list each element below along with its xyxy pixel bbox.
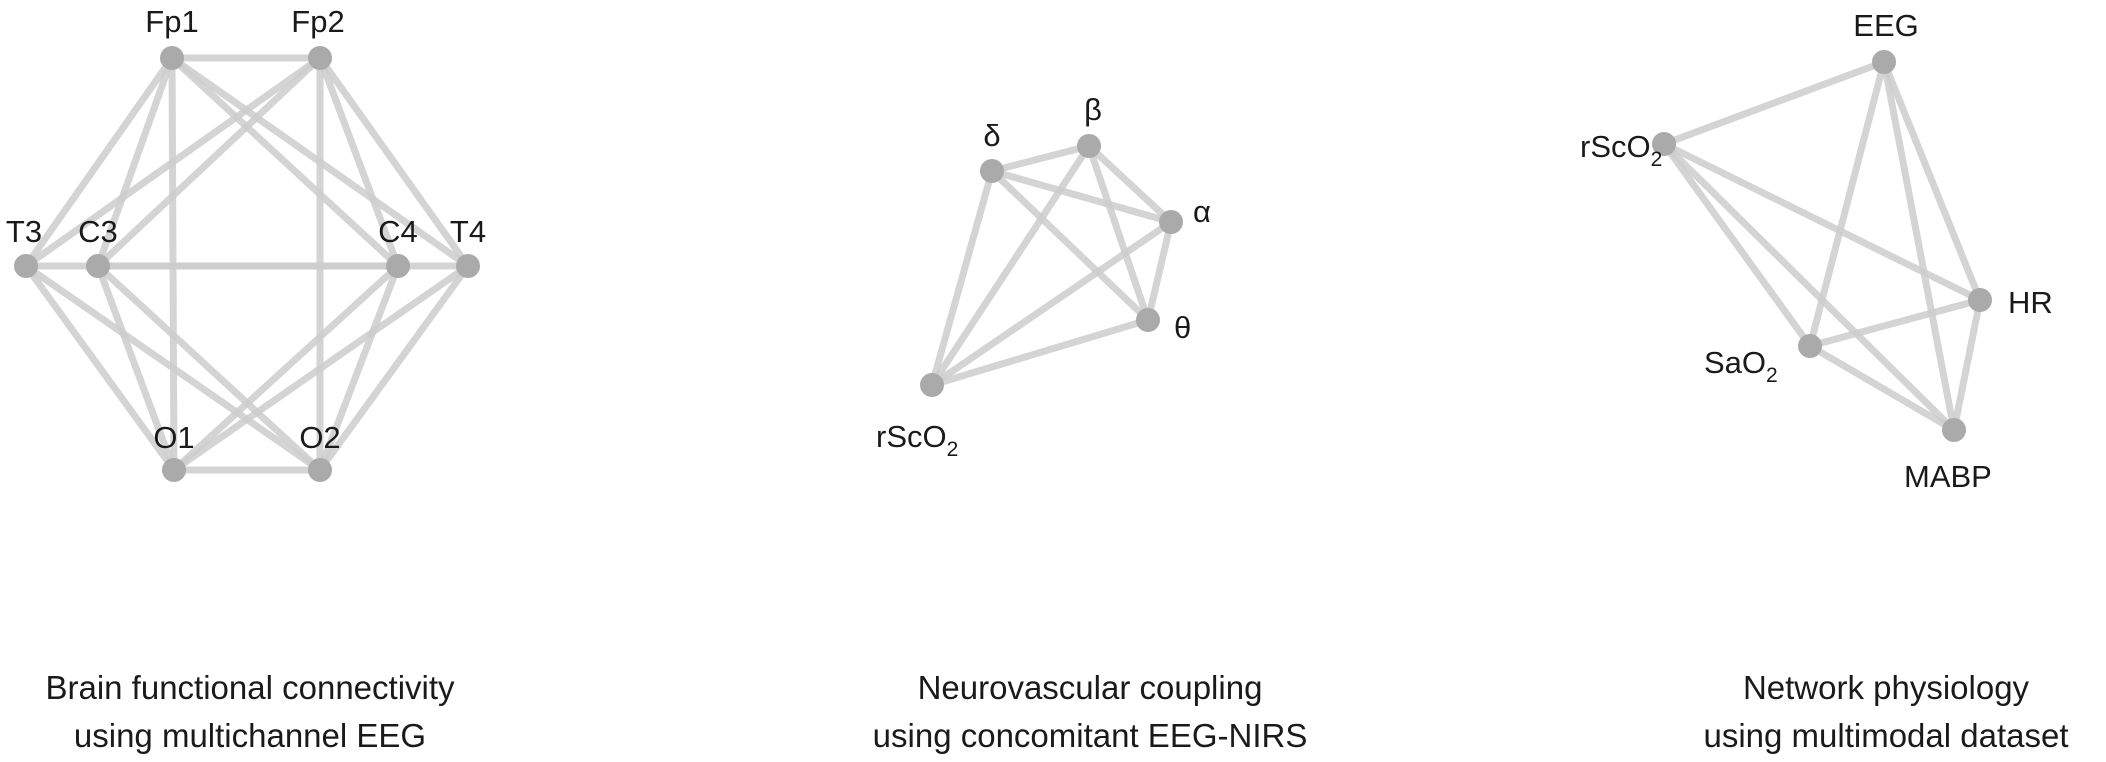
netphys-node-label-subscript-rsco2: 2 bbox=[1651, 148, 1663, 171]
eeg-caption-line-2: using multichannel EEG bbox=[73, 717, 427, 754]
nvc-node-label-subscript-rsco2: 2 bbox=[947, 438, 959, 461]
eeg-edge-c4-o1 bbox=[170, 262, 402, 474]
nvc-edge-alpha-rsco2 bbox=[928, 218, 1175, 389]
nvc-edge-beta-alpha bbox=[1085, 142, 1175, 226]
eeg-node-label-o2: O2 bbox=[299, 420, 340, 455]
netphys-edge-rsco2-hr bbox=[1660, 140, 1984, 304]
nvc-edge-delta-alpha bbox=[988, 167, 1175, 226]
netphys-edge-rsco2-sao2 bbox=[1660, 140, 1814, 350]
eeg-node-label-c4: C4 bbox=[378, 214, 418, 249]
eeg-node-label-c3: C3 bbox=[78, 214, 118, 249]
netphys-node-label-rsco2: rScO2 bbox=[1580, 129, 1662, 171]
eeg-node-label-o1: O1 bbox=[153, 420, 194, 455]
netphys-node-label-subscript-sao2: 2 bbox=[1766, 364, 1778, 387]
nvc-node-label-rsco2: rScO2 bbox=[876, 419, 958, 461]
neurovascular-coupling-graph: δ β α θ rScO2 bbox=[876, 92, 1211, 461]
nvc-edge-delta-theta bbox=[988, 167, 1152, 324]
eeg-edge-fp2-t3 bbox=[22, 54, 324, 270]
netphys-panel-caption: Network physiology using multimodal data… bbox=[1576, 664, 2106, 760]
eeg-edge-c4-o2 bbox=[316, 262, 402, 474]
eeg-edge-t3-o1 bbox=[22, 262, 178, 474]
nvc-node-label-theta: θ bbox=[1174, 310, 1191, 345]
nvc-node-label-alpha: α bbox=[1193, 194, 1211, 229]
netphys-node-sao2 bbox=[1798, 334, 1822, 358]
eeg-edge-fp2-c3 bbox=[94, 54, 324, 270]
netphys-edge-rsco2-mabp bbox=[1660, 140, 1958, 434]
eeg-node-label-fp2: Fp2 bbox=[291, 4, 344, 39]
nvc-node-theta bbox=[1136, 308, 1160, 332]
netphys-edge-hr-mabp bbox=[1950, 296, 1984, 434]
nvc-graph-edges bbox=[928, 142, 1175, 389]
eeg-node-label-t3: T3 bbox=[6, 214, 42, 249]
eeg-edge-t3-o2 bbox=[22, 262, 324, 474]
eeg-node-t3 bbox=[14, 254, 38, 278]
eeg-edge-c3-o1 bbox=[94, 262, 178, 474]
netphys-edge-eeg-rsco2 bbox=[1660, 58, 1888, 148]
nvc-edge-delta-beta bbox=[988, 142, 1093, 175]
nvc-node-delta bbox=[980, 159, 1004, 183]
netphys-node-hr bbox=[1968, 288, 1992, 312]
eeg-node-fp1 bbox=[160, 46, 184, 70]
eeg-node-label-fp1: Fp1 bbox=[145, 4, 198, 39]
netphys-edge-eeg-hr bbox=[1880, 58, 1984, 304]
nvc-node-label-delta: δ bbox=[983, 118, 1000, 153]
netphys-node-eeg bbox=[1872, 50, 1896, 74]
nvc-node-label-beta: β bbox=[1084, 92, 1102, 127]
eeg-node-label-t4: T4 bbox=[450, 214, 486, 249]
netphys-graph-edges bbox=[1660, 58, 1984, 434]
eeg-caption-line-1: Brain functional connectivity bbox=[45, 669, 455, 706]
eeg-edge-t4-o1 bbox=[170, 262, 472, 474]
eeg-edge-fp1-c3 bbox=[94, 54, 176, 270]
eeg-edge-fp1-t3 bbox=[22, 54, 176, 270]
netphys-edge-sao2-mabp bbox=[1806, 342, 1958, 434]
eeg-node-t4 bbox=[456, 254, 480, 278]
netphys-node-label-hr: HR bbox=[2008, 285, 2053, 320]
nvc-caption-line-1: Neurovascular coupling bbox=[917, 669, 1263, 706]
eeg-graph-nodes bbox=[14, 46, 480, 482]
nvc-edge-alpha-theta bbox=[1144, 218, 1175, 324]
netphys-edge-hr-sao2 bbox=[1806, 296, 1984, 350]
eeg-edge-c3-o2 bbox=[94, 262, 324, 474]
eeg-edge-fp2-t4 bbox=[316, 54, 472, 270]
nvc-panel-caption: Neurovascular coupling using concomitant… bbox=[780, 664, 1400, 760]
nvc-edge-theta-rsco2 bbox=[928, 316, 1152, 389]
eeg-edge-fp2-c4 bbox=[316, 54, 402, 270]
eeg-edge-fp1-c4 bbox=[168, 54, 402, 270]
netphys-node-label-eeg: EEG bbox=[1853, 8, 1918, 43]
eeg-node-c4 bbox=[386, 254, 410, 278]
netphys-caption-line-2: using multimodal dataset bbox=[1703, 717, 2069, 754]
netphys-caption-line-1: Network physiology bbox=[1742, 669, 2030, 706]
nvc-node-rsco2 bbox=[920, 373, 944, 397]
netphys-node-mabp bbox=[1942, 418, 1966, 442]
nvc-node-alpha bbox=[1159, 210, 1183, 234]
nvc-caption-line-2: using concomitant EEG-NIRS bbox=[872, 717, 1308, 754]
nvc-graph-nodes bbox=[920, 134, 1183, 397]
eeg-node-o1 bbox=[162, 458, 186, 482]
netphys-node-label-mabp: MABP bbox=[1904, 459, 1992, 494]
eeg-panel-caption: Brain functional connectivity using mult… bbox=[0, 664, 560, 760]
eeg-node-fp2 bbox=[308, 46, 332, 70]
eeg-edge-t4-o2 bbox=[316, 262, 472, 474]
nvc-edge-delta-rsco2 bbox=[928, 167, 996, 389]
nvc-graph-labels: δ β α θ rScO2 bbox=[876, 92, 1211, 461]
netphys-edge-eeg-mabp bbox=[1880, 58, 1958, 434]
netphys-node-rsco2 bbox=[1652, 132, 1676, 156]
eeg-node-o2 bbox=[308, 458, 332, 482]
nvc-edge-beta-rsco2 bbox=[928, 142, 1093, 389]
nvc-edge-beta-theta bbox=[1085, 142, 1152, 324]
eeg-node-c3 bbox=[86, 254, 110, 278]
netphys-node-label-sao2: SaO2 bbox=[1704, 345, 1778, 387]
nvc-node-beta bbox=[1077, 134, 1101, 158]
netphys-graph-nodes bbox=[1652, 50, 1992, 442]
